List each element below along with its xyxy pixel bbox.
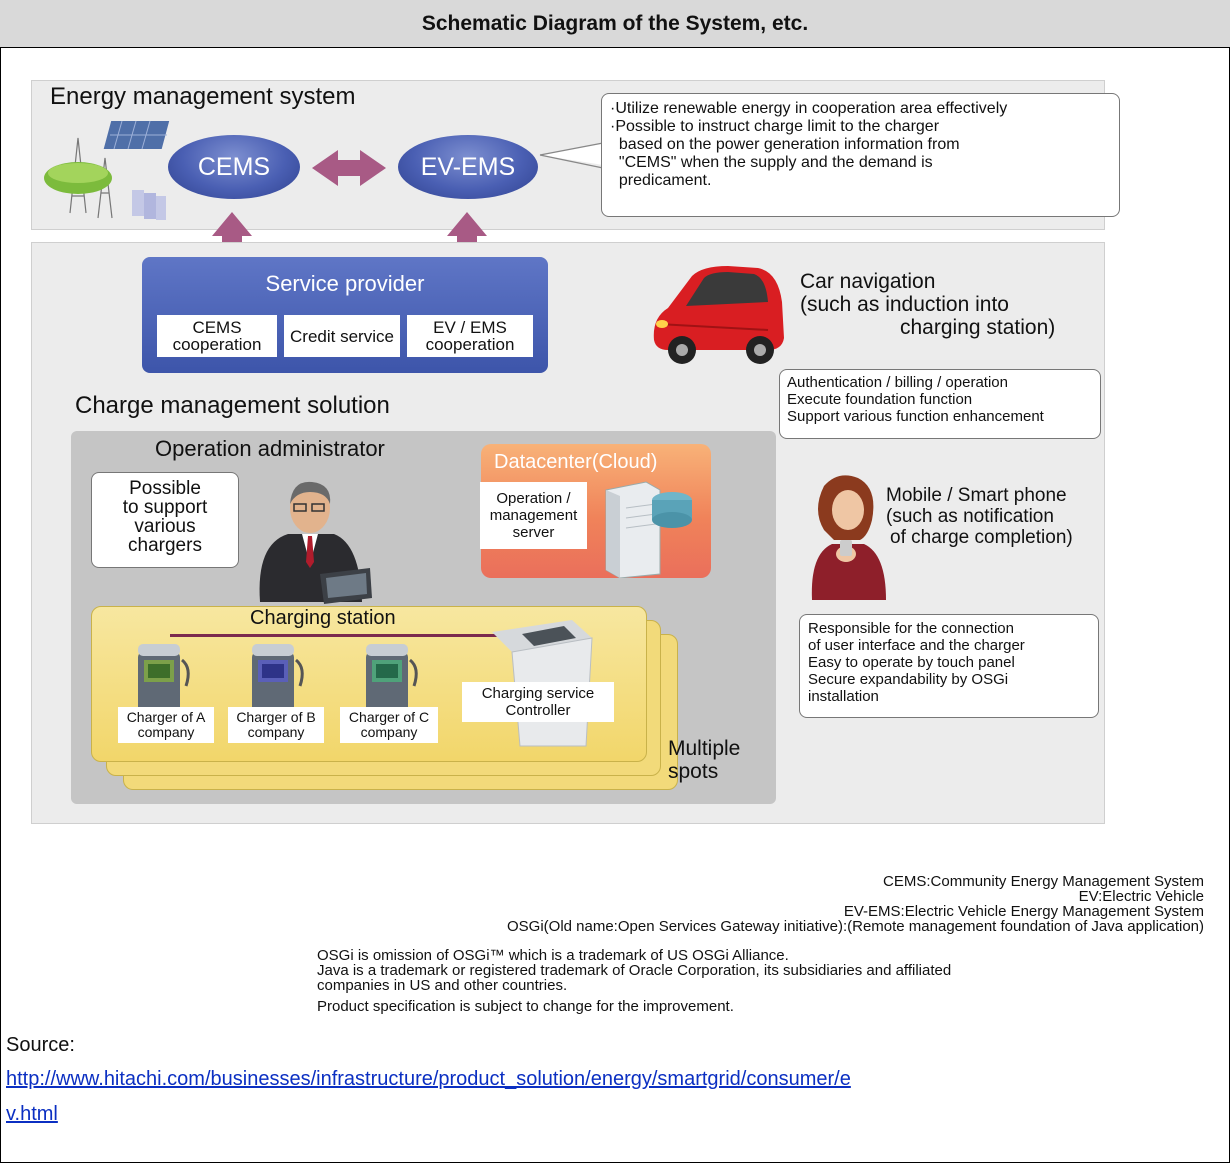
cems-node: CEMS — [168, 135, 300, 199]
charger-b-label: Charger of B company — [228, 707, 324, 743]
charger-b-icon — [252, 644, 304, 712]
renewable-energy-icon — [44, 120, 170, 220]
sp-ev-ems-cooperation: EV / EMS cooperation — [407, 315, 533, 357]
controller-callout: Responsible for the connection of user i… — [799, 614, 1099, 718]
definition-ev-ems: EV-EMS:Electric Vehicle Energy Managemen… — [843, 903, 1204, 920]
charge-management-title: Charge management solution — [75, 392, 390, 419]
source-label: Source: — [6, 1034, 75, 1056]
sp-cems-cooperation: CEMS cooperation — [157, 315, 277, 357]
charger-c-label: Charger of C company — [340, 707, 438, 743]
note-product-spec: Product specification is subject to chan… — [317, 998, 734, 1015]
chargers-callout: Possible to support various chargers — [91, 472, 239, 568]
auth-callout: Authentication / billing / operation Exe… — [779, 369, 1101, 439]
ems-callout: ·Utilize renewable energy in cooperation… — [601, 93, 1120, 217]
car-navigation-label: Car navigation (such as induction into c… — [800, 270, 1056, 339]
car-icon — [653, 266, 784, 364]
operation-admin-title: Operation administrator — [155, 436, 385, 461]
charger-c-icon — [366, 644, 418, 712]
service-provider-box: Service provider CEMS cooperation Credit… — [142, 257, 548, 373]
source-link-line1[interactable]: http://www.hitachi.com/businesses/infras… — [6, 1068, 851, 1090]
operation-server-label: Operation / management server — [480, 482, 587, 549]
charging-station-title: Charging station — [250, 607, 396, 629]
note-java-trademark-cont: companies in US and other countries. — [317, 977, 568, 994]
definition-osgi: OSGi(Old name:Open Services Gateway init… — [506, 918, 1204, 935]
charger-a-label: Charger of A company — [118, 707, 214, 743]
server-icon — [605, 481, 692, 578]
ev-ems-node: EV-EMS — [398, 135, 538, 199]
charging-controller-label: Charging service Controller — [462, 682, 614, 722]
multiple-spots-label: Multiple spots — [668, 737, 741, 783]
charger-bus-line — [170, 634, 500, 637]
note-java-trademark: Java is a trademark or registered tradem… — [317, 962, 952, 979]
mobile-label: Mobile / Smart phone (such as notificati… — [886, 485, 1073, 548]
definition-cems: CEMS:Community Energy Management System — [883, 873, 1204, 890]
service-provider-title: Service provider — [265, 271, 425, 296]
administrator-person-icon — [259, 481, 372, 604]
datacenter-title: Datacenter(Cloud) — [494, 451, 658, 473]
charger-a-icon — [138, 644, 190, 712]
ems-title: Energy management system — [50, 83, 356, 110]
note-osgi-trademark: OSGi is omission of OSGi™ which is a tra… — [317, 947, 789, 964]
mobile-user-icon — [811, 475, 886, 600]
figure-title: Schematic Diagram of the System, etc. — [0, 0, 1230, 48]
definition-ev: EV:Electric Vehicle — [1078, 888, 1204, 905]
sp-credit-service: Credit service — [284, 315, 400, 357]
source-link-line2[interactable]: v.html — [6, 1103, 58, 1125]
